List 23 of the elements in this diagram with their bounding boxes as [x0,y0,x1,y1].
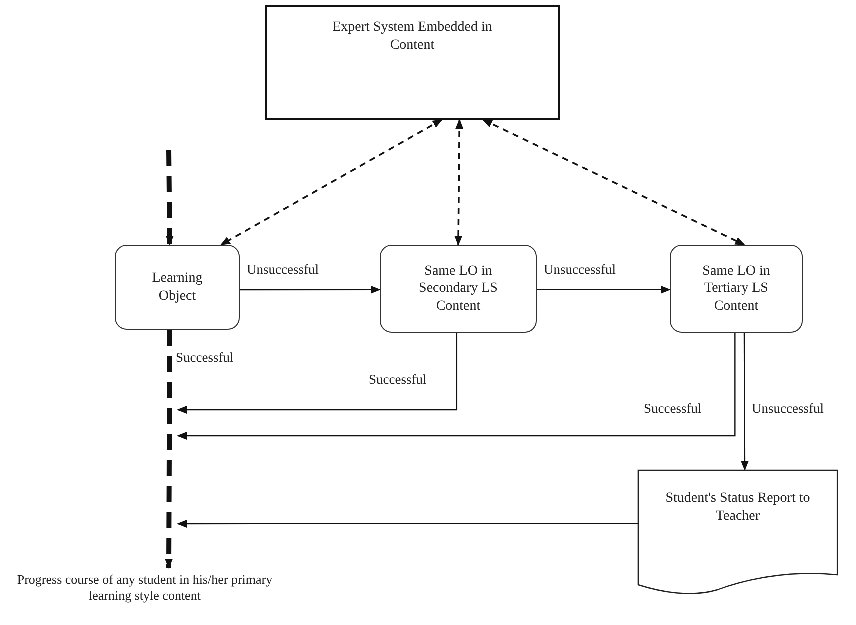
arrow [537,286,671,294]
arrow [177,520,638,528]
edge-label: Unsuccessful [245,263,321,276]
edge-label: Successful [642,402,704,416]
process-box: Learning Object [115,245,240,330]
edge-label: Unsuccessful [542,263,618,276]
dashed-arrow [220,119,443,246]
arrow [177,333,736,440]
dashed-arrow [482,119,746,246]
edge-label: Unsuccessful [750,402,826,416]
arrow [740,333,749,471]
dashed-arrow [166,150,174,246]
arrow [177,333,458,414]
arrow [240,286,381,294]
process-box: Same LO in Tertiary LS Content [670,245,803,333]
dashed-arrow [165,330,174,569]
process-box: Same LO in Secondary LS Content [380,245,537,333]
edge-label: Successful [174,351,236,364]
system-box: Expert System Embedded in Content [265,5,560,120]
outcome-text: Progress course of any student in his/her primary learning style content [0,568,290,608]
document-shape: Student's Status Report to Teacher [638,470,838,595]
dashed-arrow [454,119,464,246]
edge-label: Successful [367,373,429,386]
